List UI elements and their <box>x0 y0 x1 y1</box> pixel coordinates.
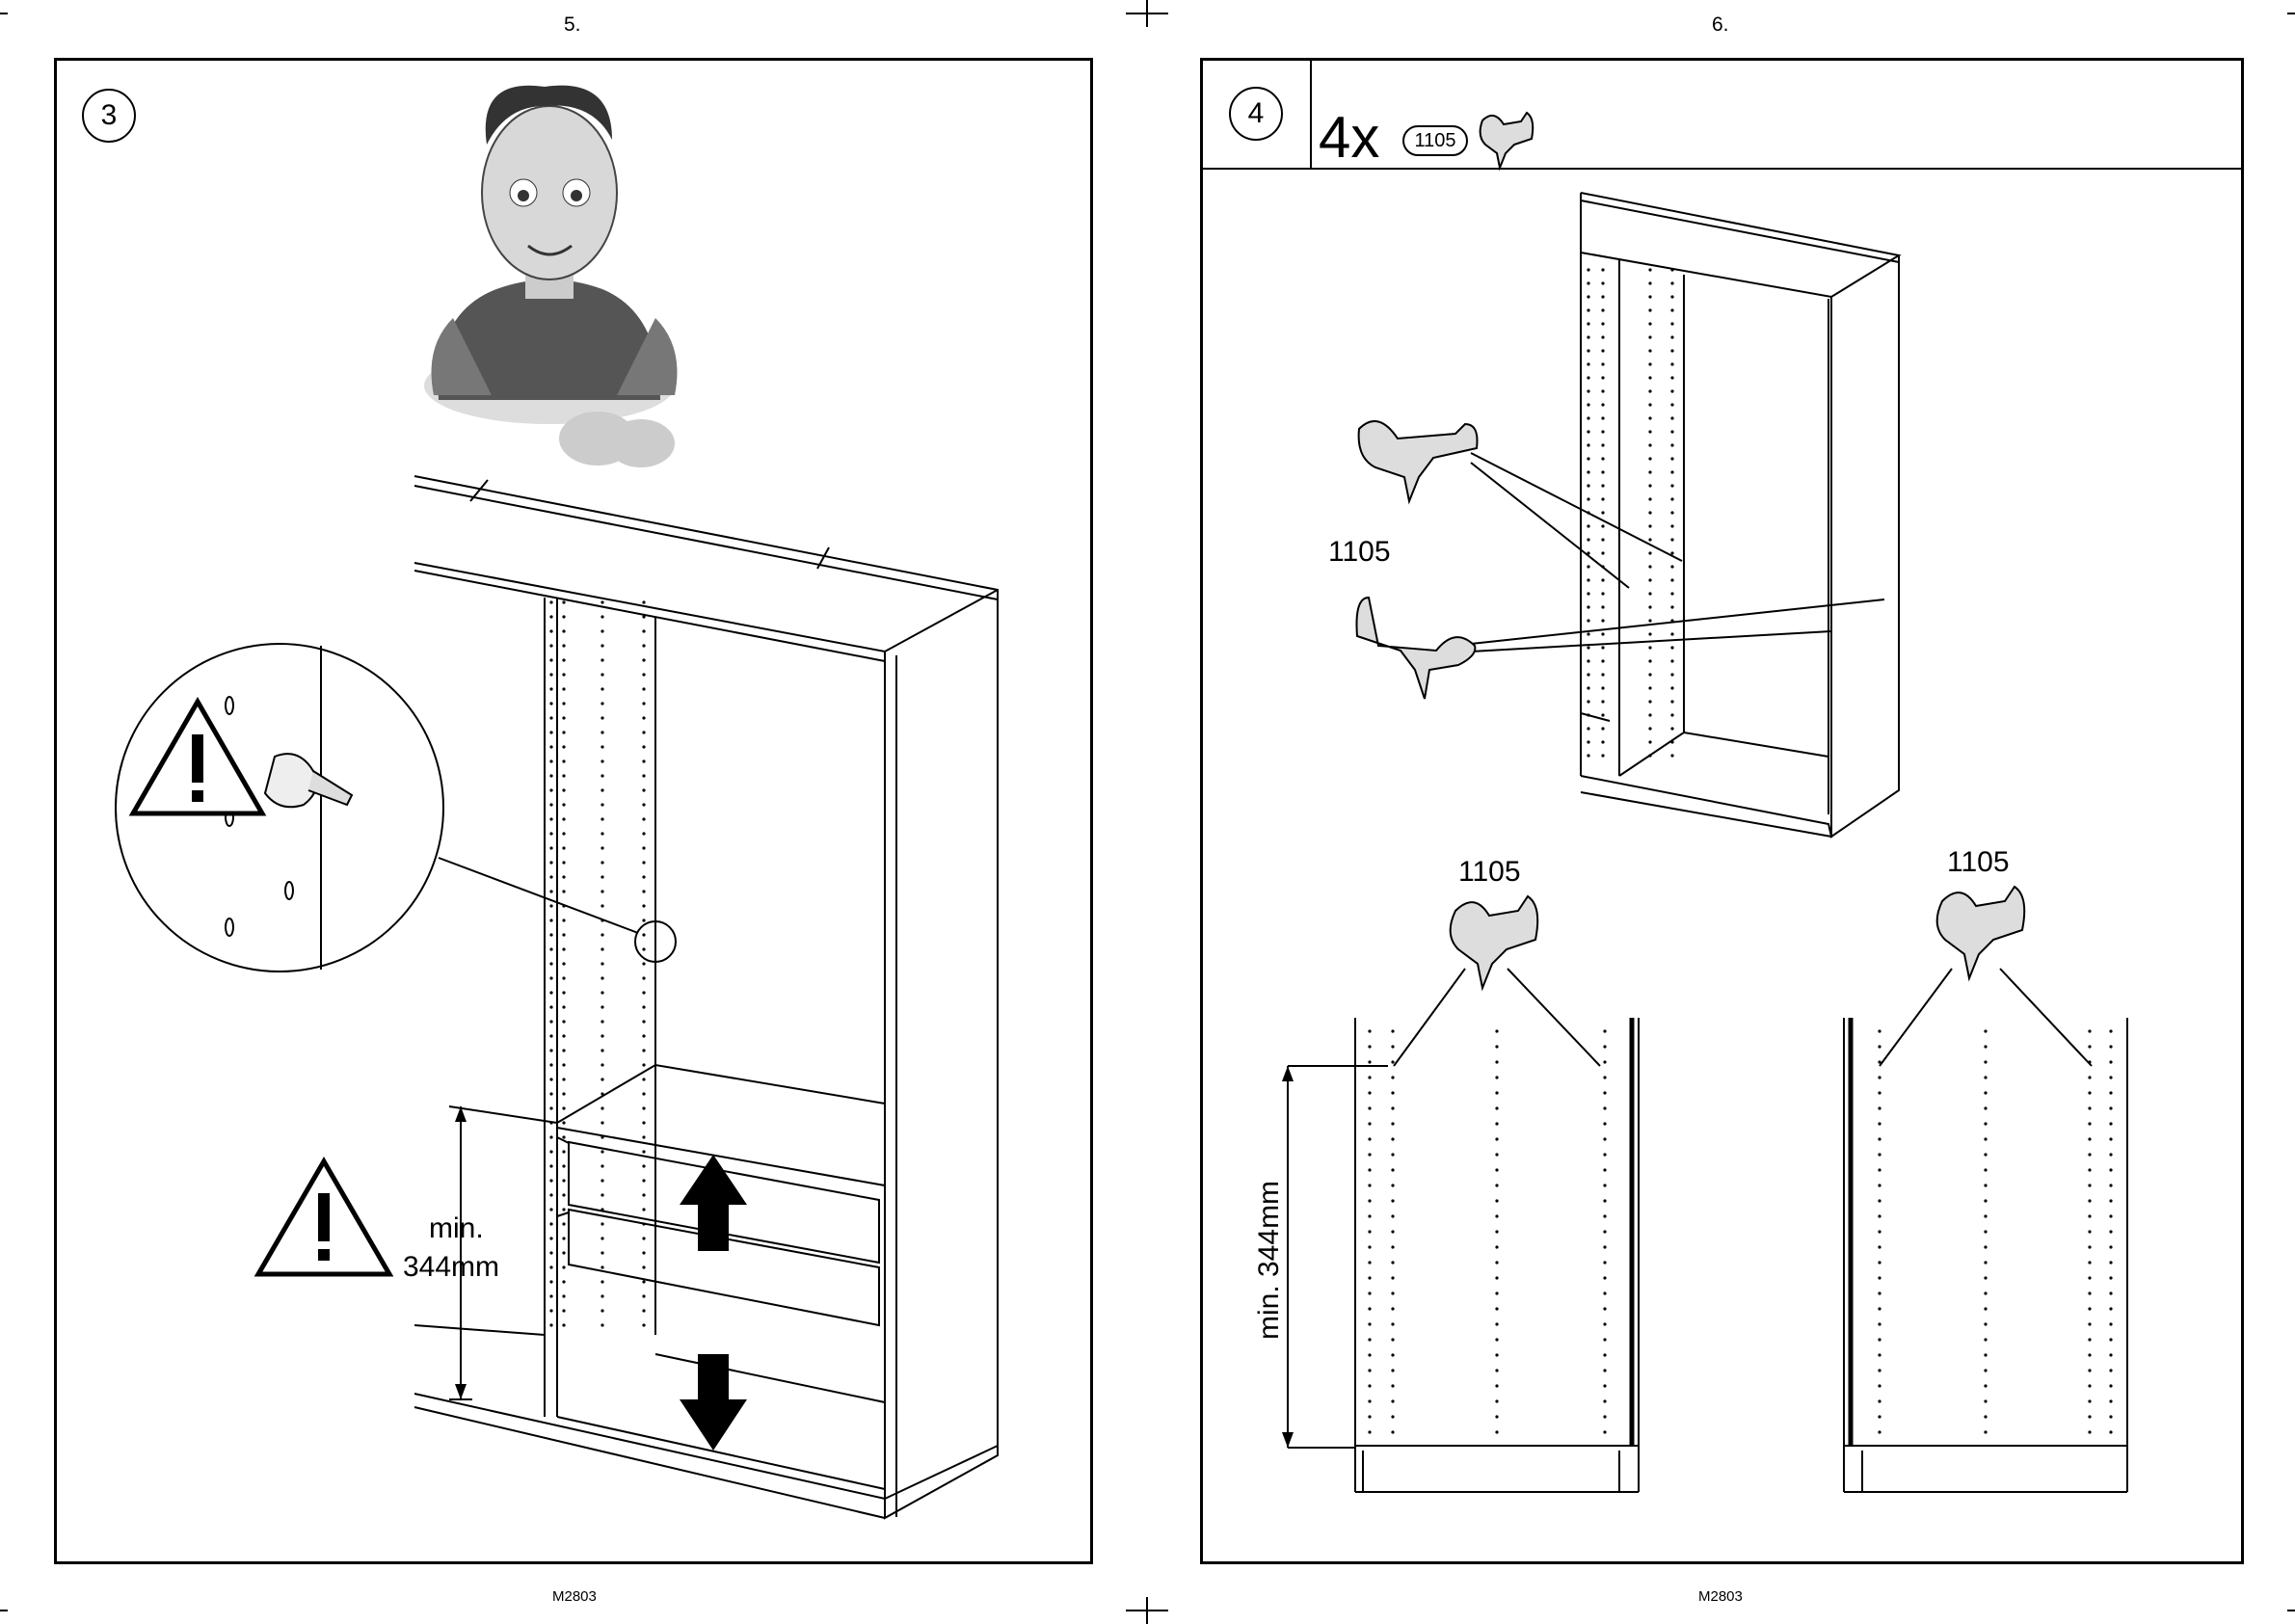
footer-code: M2803 <box>1698 1588 1743 1605</box>
step-number: 4 <box>1229 87 1283 141</box>
step-panel-right <box>1200 58 2244 1564</box>
part-badge: 1105 <box>1402 125 1468 156</box>
step-number: 3 <box>82 89 136 143</box>
dimension-label: min. 344mm <box>1253 1181 1286 1340</box>
footer-code: M2803 <box>552 1588 597 1605</box>
page-number: 6. <box>1712 13 1729 37</box>
part-label: 1105 <box>1328 536 1391 569</box>
warning-label: 344mm <box>403 1251 499 1284</box>
step-panel-left <box>54 58 1093 1564</box>
page-number: 5. <box>564 13 581 37</box>
warning-label: min. <box>429 1212 484 1245</box>
part-label: 1105 <box>1458 856 1521 889</box>
quantity-label: 4x <box>1319 104 1379 171</box>
part-label: 1105 <box>1947 846 2010 879</box>
